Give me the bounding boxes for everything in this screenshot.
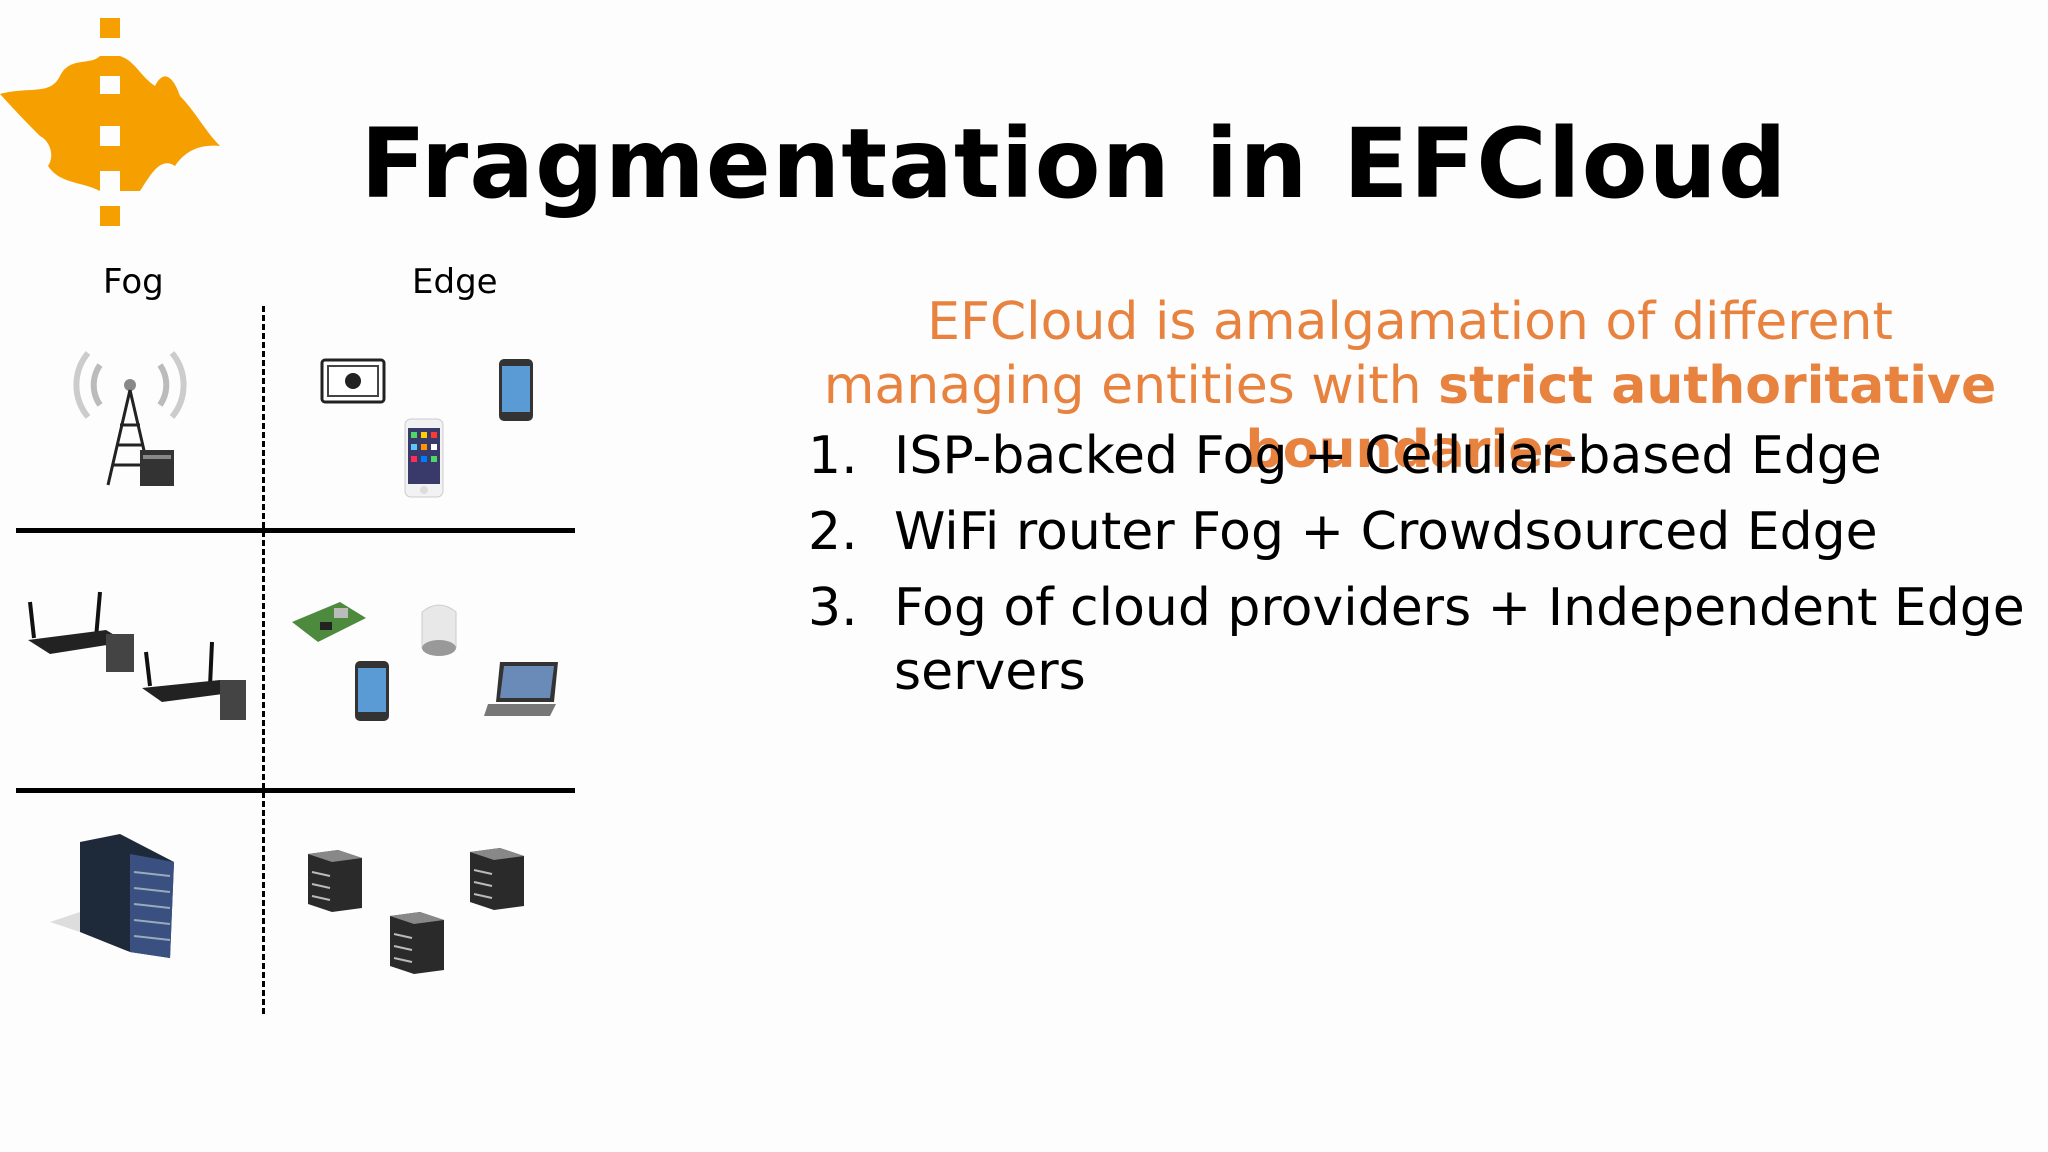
iphone-icon (404, 418, 444, 498)
list-number: 1. (808, 426, 858, 486)
intro-plain-text: EFCloud is amalgamation of different man… (823, 292, 1893, 416)
list-item: 3. Fog of cloud providers + Independent … (808, 576, 2028, 704)
list-text: ISP-backed Fog + Cellular-based Edge (894, 426, 1882, 486)
wifi-router-icon (142, 641, 246, 720)
list-number: 2. (808, 502, 858, 562)
university-flame-logo (0, 18, 220, 226)
list-item: 2. WiFi router Fog + Crowdsourced Edge (808, 500, 2028, 564)
raspberry-pi-icon (292, 602, 366, 642)
smartphone-icon (499, 359, 533, 421)
tablet-android-icon (320, 358, 386, 404)
intro-bold-text: strict authoritative boundaries (1245, 356, 1997, 480)
server-rack-icon (50, 834, 174, 958)
row-divider-2 (16, 788, 575, 793)
cell-tower-icon (73, 351, 187, 486)
fog-edge-divider (262, 306, 265, 1014)
slide-title: Fragmentation in EFCloud (360, 108, 1788, 220)
server-box-icon (308, 850, 362, 912)
server-box-icon (390, 912, 444, 974)
wifi-router-icon (28, 591, 134, 672)
fragmentation-list: 1. ISP-backed Fog + Cellular-based Edge … (808, 424, 2028, 716)
efcloud-intro: EFCloud is amalgamation of different man… (790, 290, 2030, 482)
list-item: 1. ISP-backed Fog + Cellular-based Edge (808, 424, 2028, 488)
fog-column-label: Fog (103, 262, 164, 302)
laptop-icon (484, 662, 558, 716)
server-box-icon (470, 848, 524, 910)
list-text: Fog of cloud providers + Independent Edg… (894, 578, 2025, 702)
edge-column-label: Edge (412, 262, 498, 302)
list-text: WiFi router Fog + Crowdsourced Edge (894, 502, 1878, 562)
list-number: 3. (808, 578, 858, 638)
smart-speaker-icon (421, 604, 457, 656)
smartphone-icon (355, 661, 389, 721)
row-divider-1 (16, 528, 575, 533)
